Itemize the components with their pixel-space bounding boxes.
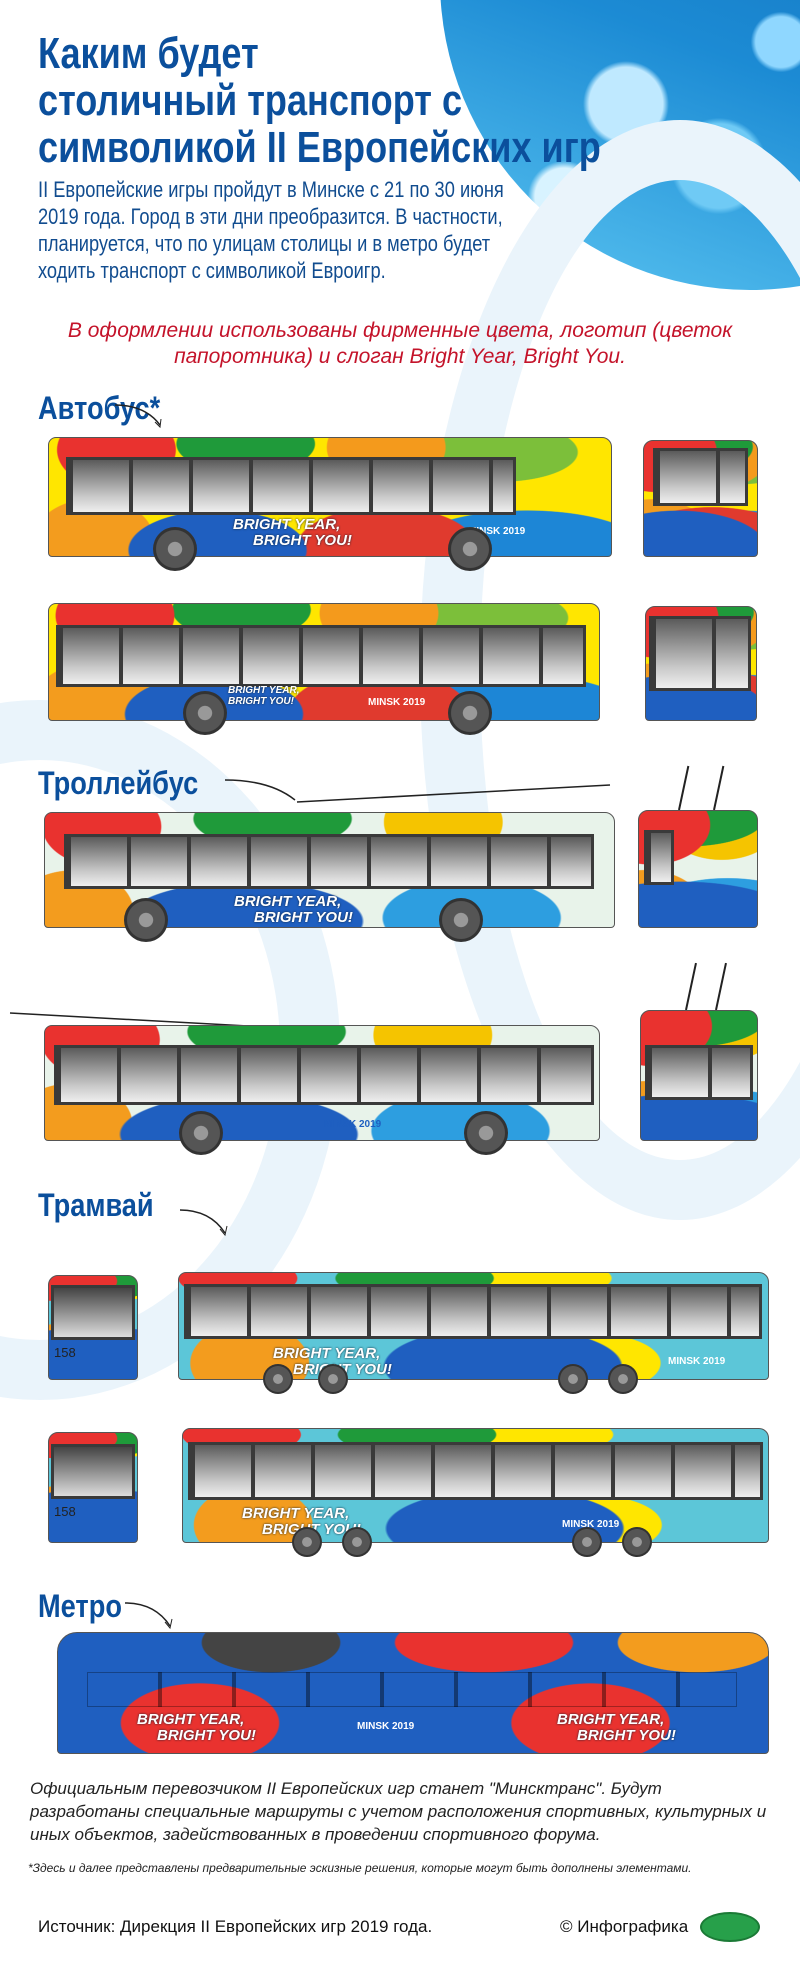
wheel	[292, 1527, 322, 1557]
slogan: BRIGHT YEAR,BRIGHT YOU!	[228, 685, 300, 707]
bus-side-view-1: BRIGHT YEAR,BRIGHT YOU! MINSK 2019	[48, 437, 612, 571]
page-title: Каким будет столичный транспорт с символ…	[38, 30, 601, 171]
route-number: 158	[54, 1345, 76, 1360]
trolley-poles-and-arrow	[225, 779, 611, 803]
slogan-line: BRIGHT YOU!	[577, 1727, 676, 1744]
windshield	[653, 448, 748, 506]
arrow-icon	[125, 1602, 173, 1630]
windshield	[645, 1045, 753, 1100]
slogan-line: BRIGHT YEAR,	[233, 516, 341, 533]
arrow-icon	[115, 404, 162, 429]
wheel	[318, 1364, 348, 1394]
slogan-line: BRIGHT YOU!	[157, 1727, 256, 1744]
belta-logo	[700, 1912, 760, 1942]
section-label-trolleybus: Троллейбус	[38, 765, 199, 801]
trolleybus-side-view-2: MINSK 2019	[44, 1025, 600, 1155]
windshield	[51, 1444, 135, 1499]
metro-body	[57, 1632, 769, 1754]
minsk-2019-logo: MINSK 2019	[562, 1519, 620, 1530]
intro-text: II Европейские игры пройдут в Минске с 2…	[38, 177, 504, 283]
section-label-bus: Автобус*	[38, 390, 161, 426]
slogan-line: BRIGHT YEAR,	[557, 1711, 665, 1728]
minsk-2019-logo: MINSK 2019	[324, 1119, 382, 1130]
title-line: Каким будет	[38, 29, 259, 78]
tram-side-view-2: BRIGHT YEAR,BRIGHT YOU! MINSK 2019	[182, 1428, 769, 1557]
bus-front-view-1	[643, 440, 758, 571]
wheel	[608, 1364, 638, 1394]
tram-windows	[184, 1284, 762, 1339]
bus-windows	[66, 457, 516, 515]
section-label-metro: Метро	[38, 1588, 122, 1624]
title-line: столичный транспорт с	[38, 76, 463, 125]
bus-side-view-2: BRIGHT YEAR,BRIGHT YOU! MINSK 2019	[48, 603, 600, 735]
wheel	[572, 1527, 602, 1557]
minsk-2019-logo: MINSK 2019	[668, 1356, 726, 1367]
wheel	[183, 691, 227, 735]
wheel	[153, 527, 197, 571]
bus-front-view-2	[645, 606, 757, 735]
minsk-2019-logo: MINSK 2019	[357, 1721, 415, 1732]
minsk-2019-logo: MINSK 2019	[368, 697, 426, 708]
arrow-icon	[180, 1209, 228, 1237]
tram-side-view-1: BRIGHT YEAR,BRIGHT YOU! MINSK 2019	[178, 1272, 769, 1394]
trolleybus-front-view-1	[638, 765, 758, 942]
wheel	[622, 1527, 652, 1557]
carrier-info-text: Официальным перевозчиком II Европейских …	[30, 1779, 767, 1844]
slogan-line: BRIGHT YOU!	[228, 696, 294, 707]
slogan: BRIGHT YEAR,BRIGHT YOU!	[137, 1712, 256, 1744]
windshield	[644, 830, 674, 885]
section-label-tram: Трамвай	[38, 1187, 154, 1223]
slogan-line: BRIGHT YEAR,	[137, 1711, 245, 1728]
slogan: BRIGHT YEAR,BRIGHT YOU!	[557, 1712, 676, 1744]
metro-car-side-view: BRIGHT YEAR,BRIGHT YOU! MINSK 2019 BRIGH…	[57, 1632, 769, 1758]
wheel	[439, 898, 483, 942]
slogan-line: BRIGHT YEAR,	[273, 1345, 381, 1362]
trolleybus-windows	[64, 834, 594, 889]
trolleybus-side-view-1: BRIGHT YEAR,BRIGHT YOU!	[44, 812, 615, 942]
tram-windows	[188, 1442, 763, 1500]
tram-front-view-2: 158	[48, 1432, 138, 1557]
wheel	[448, 527, 492, 571]
footnote: *Здесь и далее представлены предваритель…	[28, 1861, 692, 1875]
windshield	[51, 1285, 135, 1340]
slogan-line: BRIGHT YOU!	[253, 532, 352, 549]
tram-front-view-1: 158	[48, 1275, 138, 1394]
windshield	[649, 616, 751, 691]
wheel	[179, 1111, 223, 1155]
wheel	[263, 1364, 293, 1394]
slogan-line: BRIGHT YEAR,	[228, 685, 300, 696]
slogan-line: BRIGHT YEAR,	[242, 1505, 350, 1522]
bus-windows	[56, 625, 586, 687]
wheel	[464, 1111, 508, 1155]
slogan-line: BRIGHT YOU!	[254, 909, 353, 926]
design-note: В оформлении использованы фирменные цвет…	[67, 319, 733, 368]
source-text: Источник: Дирекция II Европейских игр 20…	[38, 1917, 433, 1936]
wheel	[342, 1527, 372, 1557]
wheel	[124, 898, 168, 942]
title-line: символикой II Европейских игр	[38, 123, 601, 172]
wheel	[558, 1364, 588, 1394]
copyright-text: © Инфографика	[560, 1917, 689, 1936]
slogan-line: BRIGHT YEAR,	[234, 893, 342, 910]
slogan: BRIGHT YEAR,BRIGHT YOU!	[234, 894, 353, 926]
slogan: BRIGHT YEAR,BRIGHT YOU!	[233, 517, 352, 549]
metro-windows-and-doors	[87, 1672, 737, 1707]
trolleybus-windows	[54, 1045, 594, 1105]
trolleybus-front-view-2	[640, 962, 758, 1155]
minsk-2019-logo: MINSK 2019	[468, 526, 526, 537]
route-number: 158	[54, 1504, 76, 1519]
wheel	[448, 691, 492, 735]
